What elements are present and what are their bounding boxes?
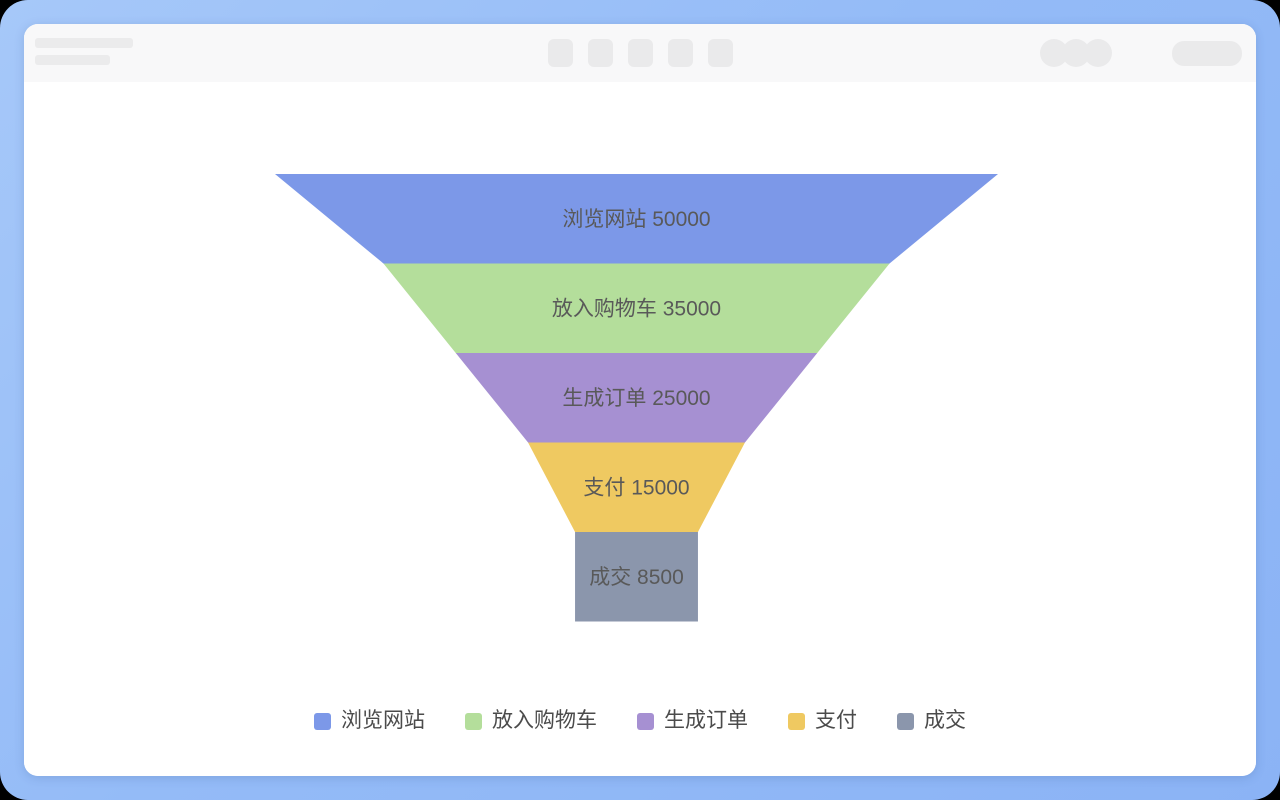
funnel-segment-1[interactable] bbox=[275, 174, 998, 264]
toolbar-right-group bbox=[1040, 24, 1242, 82]
browser-window: 浏览网站 50000 放入购物车 35000 生成订单 25000 支付 15000 成… bbox=[24, 24, 1256, 776]
funnel-segment-5[interactable] bbox=[575, 532, 698, 622]
funnel-segment-2[interactable] bbox=[383, 263, 890, 354]
legend-swatch-2 bbox=[465, 712, 482, 730]
avatar-placeholder-3[interactable] bbox=[1084, 39, 1112, 67]
legend-label-5: 成交 bbox=[924, 709, 966, 732]
menu-item-placeholder-4[interactable] bbox=[667, 39, 693, 67]
legend-swatch-4 bbox=[788, 712, 805, 730]
browser-toolbar bbox=[24, 24, 1256, 82]
legend-item-1[interactable]: 浏览网站 bbox=[314, 709, 425, 733]
funnel-segment-4[interactable] bbox=[528, 442, 745, 533]
legend-item-4[interactable]: 支付 bbox=[788, 709, 857, 733]
legend-swatch-3 bbox=[637, 712, 654, 730]
funnel-segment-label-5: 成交 8500 bbox=[589, 566, 684, 589]
funnel-segment-3[interactable] bbox=[455, 353, 818, 443]
legend-label-4: 支付 bbox=[815, 709, 857, 732]
legend-swatch-5 bbox=[897, 712, 914, 730]
menu-item-placeholder-5[interactable] bbox=[707, 39, 733, 67]
legend-item-2[interactable]: 放入购物车 bbox=[465, 709, 597, 733]
toolbar-button-placeholder[interactable] bbox=[1172, 40, 1242, 66]
logo-bar-bottom bbox=[35, 55, 110, 65]
funnel-segment-label-4: 支付 15000 bbox=[583, 476, 689, 499]
funnel-segment-label-2: 放入购物车 35000 bbox=[552, 297, 721, 320]
legend-label-1: 浏览网站 bbox=[341, 709, 425, 732]
funnel-segment-label-1: 浏览网站 50000 bbox=[562, 208, 710, 231]
legend-item-3[interactable]: 生成订单 bbox=[637, 709, 748, 733]
legend-label-2: 放入购物车 bbox=[492, 709, 597, 732]
legend-item-5[interactable]: 成交 bbox=[897, 709, 966, 733]
funnel-chart: 浏览网站 50000 放入购物车 35000 生成订单 25000 支付 15000 成… bbox=[275, 174, 998, 622]
menu-item-placeholder-2[interactable] bbox=[587, 39, 613, 67]
legend-label-3: 生成订单 bbox=[664, 709, 748, 732]
funnel-segment-label-3: 生成订单 25000 bbox=[562, 387, 710, 410]
chart-canvas: 浏览网站 50000 放入购物车 35000 生成订单 25000 支付 15000 成… bbox=[24, 82, 1256, 776]
menu-item-placeholder-3[interactable] bbox=[627, 39, 653, 67]
logo-bar-top bbox=[35, 38, 133, 48]
chart-legend: 浏览网站 放入购物车 生成订单 支付 成交 bbox=[24, 709, 1256, 733]
toolbar-menu-group bbox=[24, 24, 1256, 82]
legend-swatch-1 bbox=[314, 712, 331, 730]
menu-item-placeholder-1[interactable] bbox=[547, 39, 573, 67]
